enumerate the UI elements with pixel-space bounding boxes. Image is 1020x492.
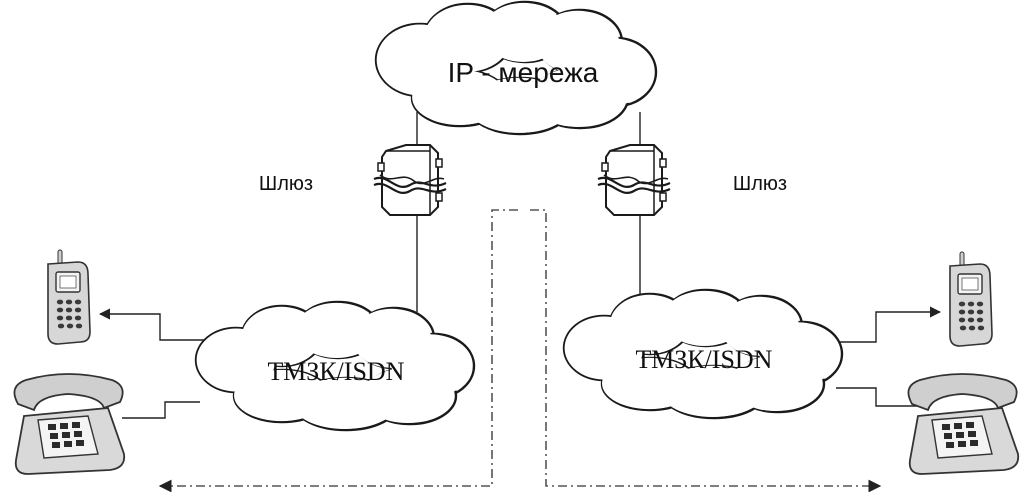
desk-phone-left — [13, 373, 126, 475]
gateway-icon — [596, 143, 672, 217]
call-path-right — [530, 209, 882, 492]
call-path-left — [158, 209, 518, 492]
mobile-phone-icon — [949, 251, 993, 347]
call-path — [158, 209, 882, 492]
link-left-desk-phone — [122, 401, 200, 419]
gateway-right: Шлюз — [596, 143, 787, 217]
desk-phone-right — [907, 373, 1020, 475]
gateway-right-label: Шлюз — [733, 173, 787, 195]
pstn-cloud-right: ТМЗК/ISDN — [562, 288, 844, 420]
desk-phone-icon — [907, 373, 1020, 475]
pstn-cloud-left: ТМЗК/ISDN — [194, 300, 476, 432]
pstn-left-label: ТМЗК/ISDN — [268, 357, 405, 386]
mobile-phone-icon — [47, 249, 91, 345]
gateway-left: Шлюз — [259, 143, 448, 217]
mobile-phone-left — [47, 249, 91, 345]
gateway-left-label: Шлюз — [259, 173, 313, 195]
gateway-icon — [372, 143, 448, 217]
ip-network-label: IP - мережа — [448, 57, 599, 88]
desk-phone-icon — [13, 373, 126, 475]
pstn-right-label: ТМЗК/ISDN — [636, 345, 773, 374]
ip-network-cloud: IP - мережа — [374, 0, 658, 136]
link-right-desk-phone — [836, 387, 920, 407]
link-left-mobile — [98, 308, 228, 346]
mobile-phone-right — [949, 251, 993, 347]
connection-lines — [98, 112, 942, 419]
link-right-mobile — [814, 306, 942, 348]
